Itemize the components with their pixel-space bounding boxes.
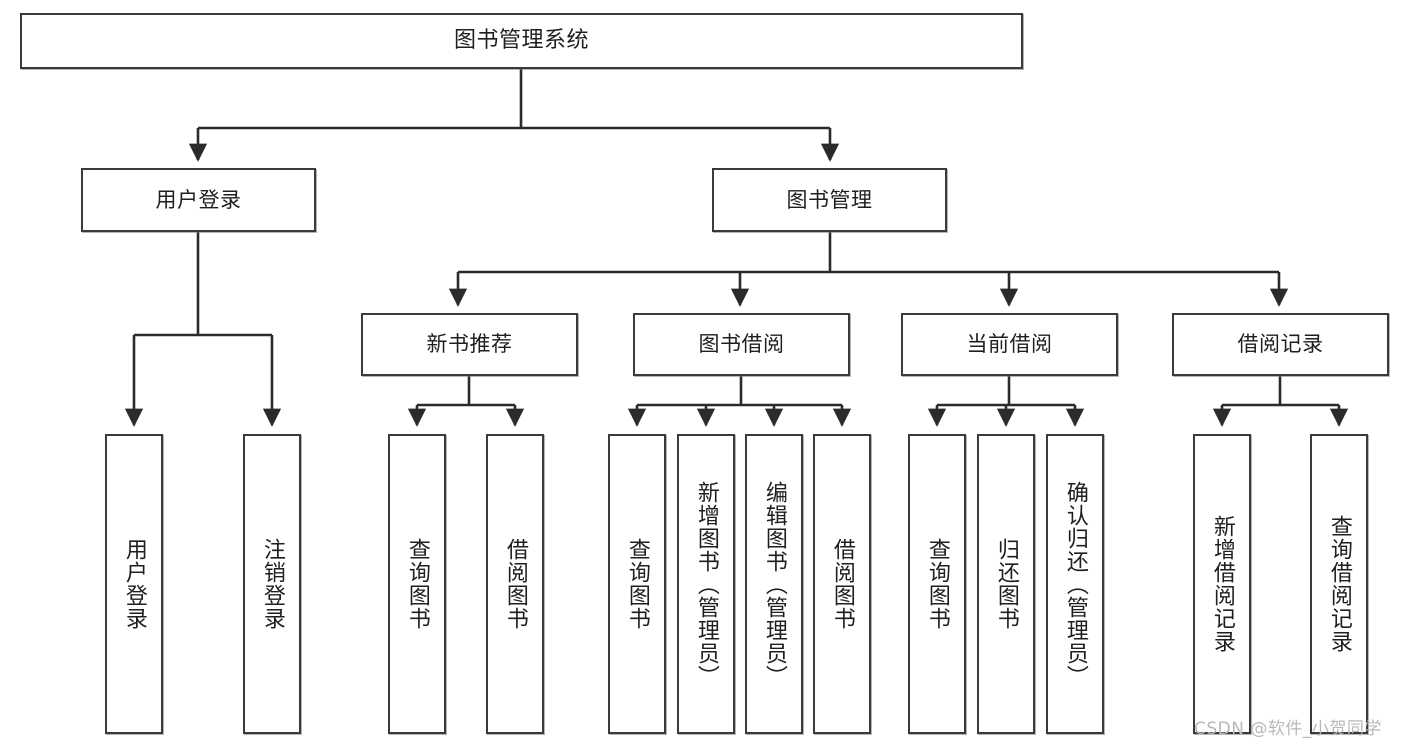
node-label: 用户登录 [155, 187, 242, 212]
node-label: 查询借阅记录 [1326, 515, 1352, 653]
leaf-borrow-edit-book-admin[interactable]: 编辑图书（管理员） [745, 434, 803, 734]
node-label: 用户登录 [121, 538, 147, 630]
node-label: 归还图书 [993, 538, 1019, 630]
node-label: 查询图书 [404, 538, 430, 630]
leaf-borrow-add-book-admin[interactable]: 新增图书（管理员） [677, 434, 735, 734]
node-label: 借阅图书 [829, 538, 855, 630]
node-label: 编辑图书（管理员） [761, 480, 787, 688]
leaf-current-confirm-return-admin[interactable]: 确认归还（管理员） [1046, 434, 1104, 734]
node-label: 图书管理 [786, 187, 873, 212]
node-label: 新书推荐 [426, 332, 513, 357]
node-root-system[interactable]: 图书管理系统 [20, 13, 1023, 69]
node-label: 图书管理系统 [453, 28, 589, 54]
node-label: 注销登录 [259, 538, 285, 630]
node-label: 借阅图书 [502, 538, 528, 630]
node-borrow-record[interactable]: 借阅记录 [1172, 313, 1389, 376]
leaf-new-book-query[interactable]: 查询图书 [388, 434, 446, 734]
leaf-borrow-query-book[interactable]: 查询图书 [608, 434, 666, 734]
node-label: 借阅记录 [1237, 332, 1324, 357]
node-label: 查询图书 [924, 538, 950, 630]
leaf-new-book-borrow[interactable]: 借阅图书 [486, 434, 544, 734]
leaf-user-login-logout[interactable]: 注销登录 [243, 434, 301, 734]
leaf-borrow-borrow-book[interactable]: 借阅图书 [813, 434, 871, 734]
leaf-user-login-login[interactable]: 用户登录 [105, 434, 163, 734]
node-book-borrow[interactable]: 图书借阅 [633, 313, 850, 376]
node-book-management[interactable]: 图书管理 [712, 168, 947, 232]
node-label: 图书借阅 [698, 332, 785, 357]
node-label: 当前借阅 [966, 332, 1053, 357]
node-label: 查询图书 [624, 538, 650, 630]
leaf-record-add-record[interactable]: 新增借阅记录 [1193, 434, 1251, 734]
node-label: 新增图书（管理员） [693, 480, 719, 688]
node-label: 新增借阅记录 [1209, 515, 1235, 653]
leaf-current-query-book[interactable]: 查询图书 [908, 434, 966, 734]
node-user-login[interactable]: 用户登录 [81, 168, 316, 232]
node-new-book-recommend[interactable]: 新书推荐 [361, 313, 578, 376]
leaf-current-return-book[interactable]: 归还图书 [977, 434, 1035, 734]
node-label: 确认归还（管理员） [1062, 480, 1088, 688]
leaf-record-query-record[interactable]: 查询借阅记录 [1310, 434, 1368, 734]
node-current-borrow[interactable]: 当前借阅 [901, 313, 1118, 376]
